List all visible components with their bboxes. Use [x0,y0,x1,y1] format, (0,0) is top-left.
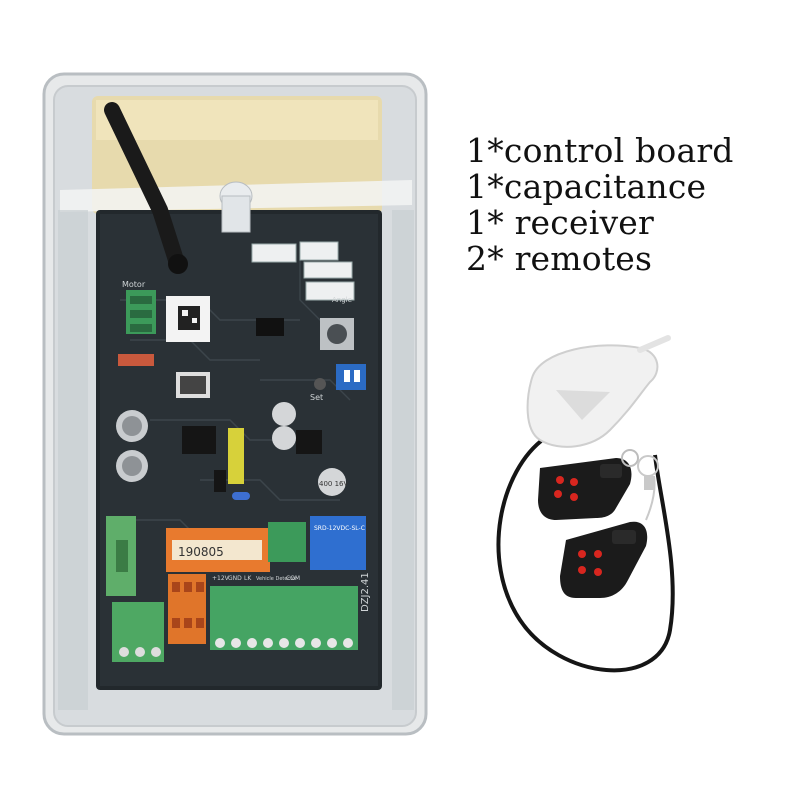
model-label: DZJ2.41 [360,572,371,612]
terminal-label: COM [286,575,300,582]
angle-label: Angle [332,296,352,304]
control-board: Motor Angle Set 400 16V [96,102,382,690]
terminal-label: LK [244,575,252,582]
contents-item-remotes: 2* remotes [466,239,653,278]
set-label: Set [310,393,323,402]
receiver [526,335,671,448]
package-contents-list: 1*control board 1*capacitance 1* receive… [466,133,734,277]
relay-label: SRD-12VDC-SL-C [314,525,365,532]
terminal-label: +12V [212,575,230,582]
remote-control [538,449,639,520]
terminal-label: Vehicle Detector [256,576,298,582]
remote-control [560,475,656,598]
contents-item-receiver: 1* receiver [466,203,655,242]
contents-item-capacitance: 1*capacitance [466,167,707,206]
terminal-label: GND [228,575,242,582]
receiver-and-remotes [496,335,675,673]
motor-label: Motor [122,280,146,289]
date-label: 190805 [178,545,224,559]
cap-label: 400 16V [319,480,348,488]
contents-item-control-board: 1*control board [466,131,734,170]
